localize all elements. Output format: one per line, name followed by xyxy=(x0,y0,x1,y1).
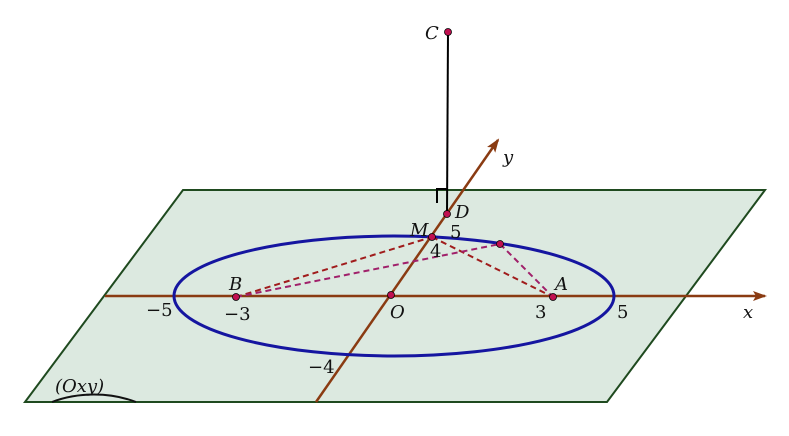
right-angle-marker xyxy=(436,188,447,203)
tick-y-5: 5 xyxy=(450,222,461,243)
label-d: D xyxy=(454,202,470,223)
tick-x-3: 3 xyxy=(535,302,546,323)
tick-x-5: 5 xyxy=(617,302,628,323)
label-m: M xyxy=(409,220,429,241)
label-plane: (Oxy) xyxy=(55,376,104,397)
point-a xyxy=(549,293,557,301)
label-a: A xyxy=(553,274,568,295)
label-b: B xyxy=(228,274,242,295)
segment-dc xyxy=(446,31,449,215)
y-axis xyxy=(314,138,500,403)
dashed-m-a xyxy=(431,236,554,298)
tick-y-neg4: −4 xyxy=(308,357,335,378)
point-c xyxy=(444,28,452,36)
label-y-axis: y xyxy=(502,147,514,168)
label-origin: O xyxy=(390,302,405,323)
tick-y-4: 4 xyxy=(430,241,441,262)
dashed-b-m xyxy=(235,236,433,298)
label-x-axis: x xyxy=(743,302,753,323)
point-o xyxy=(387,291,395,299)
dashed-n-a xyxy=(499,243,554,298)
ellipse xyxy=(172,234,616,358)
point-d xyxy=(443,210,451,218)
dashed-b-n xyxy=(235,243,501,298)
plane-corner-arc xyxy=(51,393,137,403)
point-m xyxy=(428,233,436,241)
point-n xyxy=(496,240,504,248)
point-b xyxy=(232,293,240,301)
label-c: C xyxy=(425,23,439,44)
tick-x-neg5: −5 xyxy=(146,300,173,321)
tick-x-neg3: −3 xyxy=(224,304,251,325)
